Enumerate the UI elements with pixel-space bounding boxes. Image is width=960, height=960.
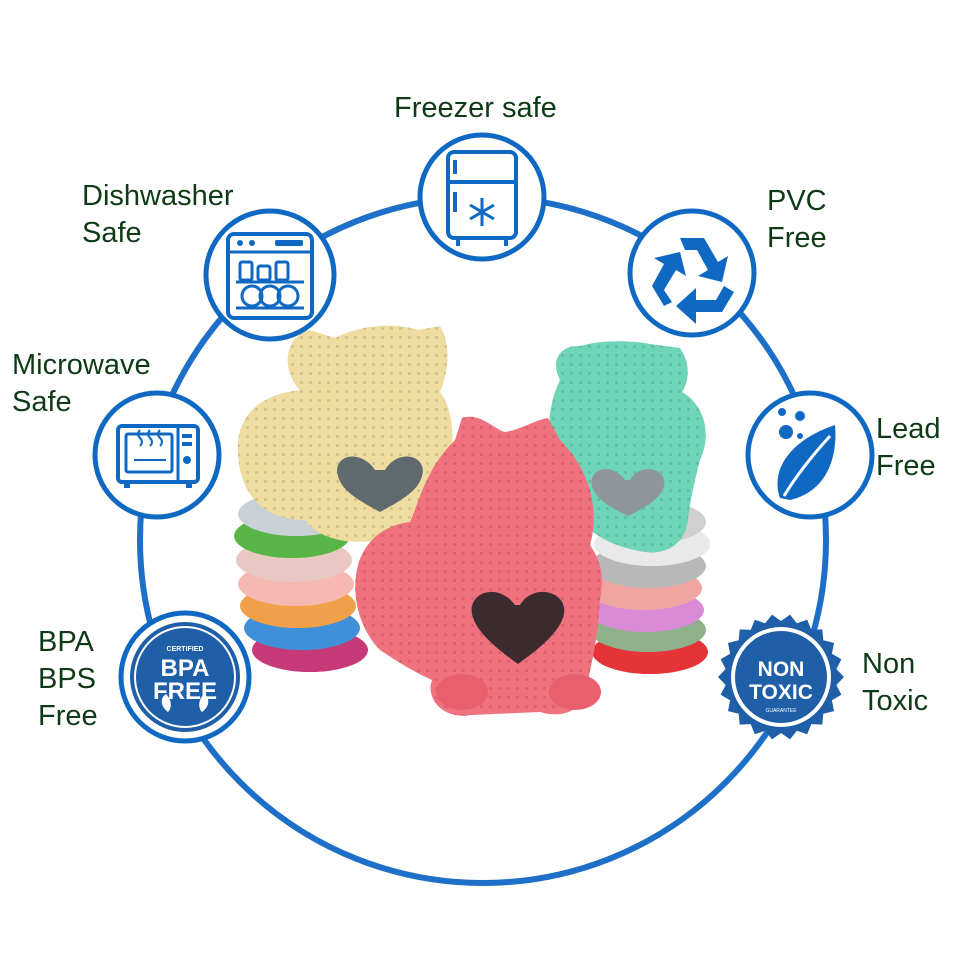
recycle-icon: [627, 208, 757, 338]
leaf-drop-icon: [745, 390, 875, 520]
label-microwave-line-1: Microwave: [12, 349, 151, 381]
pink-squirrel-teether: [355, 416, 602, 716]
microwave-icon: [92, 390, 222, 520]
label-pvc-free: PVC Free: [767, 183, 827, 257]
label-nontoxic-line-1: Non: [862, 648, 916, 680]
label-pvc-line-2: Free: [767, 222, 827, 255]
nontoxic-seal-bottom-text: GUARANTEE: [765, 708, 797, 714]
fridge-snowflake-icon: [417, 132, 547, 262]
bpa-badge-line2: FREE: [153, 678, 217, 705]
teether-stack-photo: [234, 325, 710, 716]
yellow-squirrel-teether: [237, 325, 453, 542]
label-lead-line-1: Lead: [876, 413, 941, 445]
label-dishwasher-line-2: Safe: [82, 217, 142, 250]
label-lead-free: Lead Free: [876, 411, 941, 485]
label-nontoxic-line-2: Toxic: [862, 685, 929, 718]
label-microwave-line-2: Safe: [12, 386, 72, 419]
label-microwave-safe: Microwave Safe: [12, 347, 151, 421]
label-bpa-line-3: Free: [38, 700, 98, 733]
label-dishwasher-line-1: Dishwasher: [82, 180, 234, 212]
label-dishwasher-safe: Dishwasher Safe: [82, 178, 234, 252]
label-lead-line-2: Free: [876, 450, 936, 483]
bpa-badge-line1: BPA: [161, 655, 210, 682]
label-pvc-line-1: PVC: [767, 185, 827, 217]
label-bpa-line-2: BPS: [38, 663, 97, 696]
nontoxic-seal-line2: TOXIC: [749, 681, 813, 704]
label-non-toxic: Non Toxic: [862, 646, 928, 720]
bpa-free-badge-icon: CERTIFIED BPA FREE: [118, 610, 252, 744]
dishwasher-icon: [203, 208, 337, 342]
bpa-badge-top-text: CERTIFIED: [167, 646, 204, 653]
label-freezer-safe: Freezer safe: [394, 90, 557, 127]
label-bpa-line-1: BPA: [38, 626, 94, 658]
label-bpa-bps-free: BPA BPS Free: [38, 624, 98, 735]
non-toxic-seal-icon: NON TOXIC GUARANTEE: [718, 614, 844, 740]
nontoxic-seal-line1: NON: [758, 658, 805, 681]
label-freezer-line-1: Freezer safe: [394, 92, 557, 124]
